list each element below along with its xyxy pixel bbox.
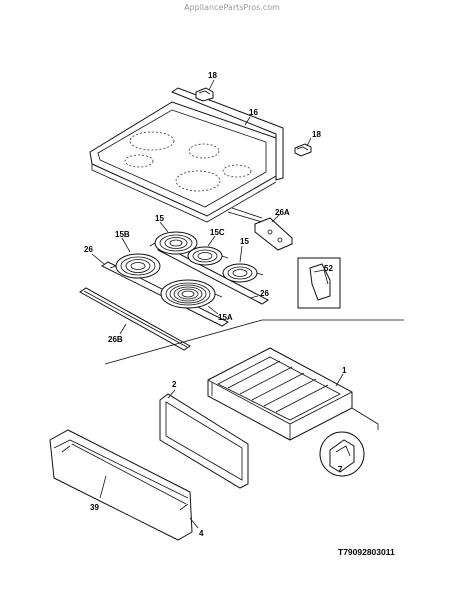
label-18-right: 18 [312,130,321,139]
label-2: 2 [172,380,177,389]
cooktop-glass-top[interactable] [89,87,284,223]
label-52: 52 [324,264,333,273]
trim-strip[interactable] [79,287,191,351]
label-26-right: 26 [260,289,269,298]
drawer-face[interactable] [49,429,193,541]
label-7: 7 [338,465,343,474]
label-1: 1 [342,366,347,375]
label-26b: 26B [108,335,123,344]
label-39: 39 [90,503,99,512]
surface-element-rear-right[interactable] [187,246,229,266]
surface-element-front-left[interactable] [109,253,161,279]
label-4: 4 [199,529,204,538]
label-15-top: 15 [155,214,164,223]
surface-element-dual-front[interactable] [160,279,223,309]
label-15c: 15C [210,228,225,237]
drawer-front-panel[interactable] [159,393,249,489]
label-15a: 15A [218,313,233,322]
label-15b: 15B [115,230,130,239]
drawer-body[interactable] [207,347,353,441]
surface-element-6in-rear-left[interactable] [149,231,198,255]
label-16: 16 [249,108,258,117]
terminal-bracket[interactable] [227,207,293,251]
site-watermark: AppliancePartsPros.com [184,3,280,12]
label-18-top: 18 [208,71,217,80]
surface-element-small[interactable] [222,263,264,283]
end-cap-right[interactable] [294,143,312,157]
diagram-code: T79092803011 [338,547,395,557]
end-cap-left[interactable] [195,87,214,102]
label-26-left: 26 [84,245,93,254]
drawer-glide-inset[interactable] [319,407,379,477]
label-26a: 26A [275,208,290,217]
wire-clip-inset[interactable] [297,257,341,309]
label-15-right: 15 [240,237,249,246]
